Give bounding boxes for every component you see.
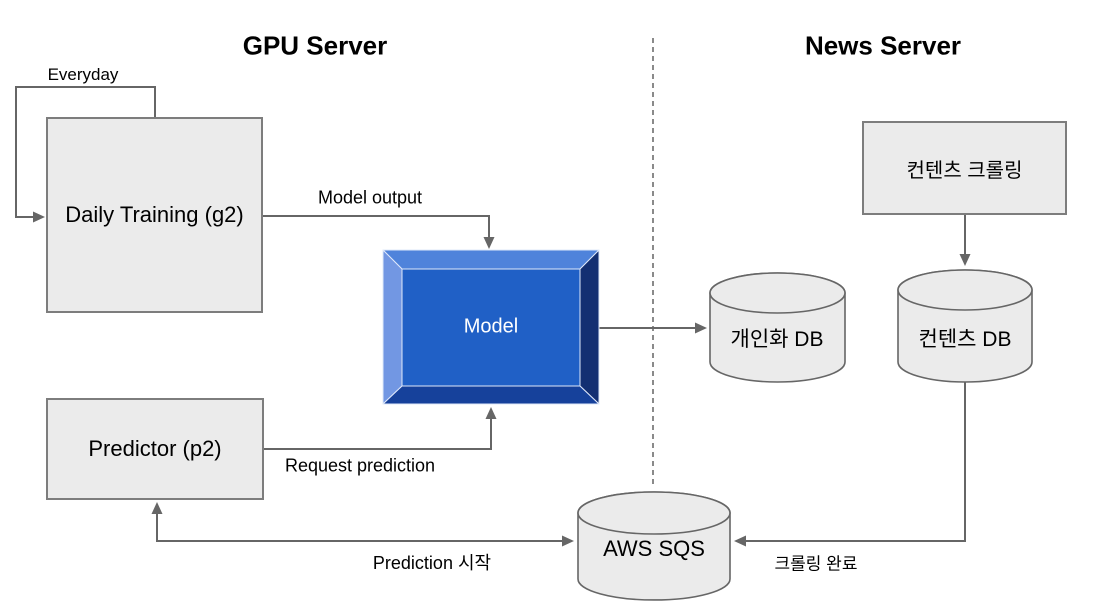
- aws-sqs-cylinder-top: [577, 491, 731, 535]
- everyday-loop-arrowhead: [33, 211, 45, 223]
- model-bottom-bevel: [382, 385, 600, 405]
- model-3d-block: [382, 249, 600, 405]
- predictor-label: Predictor (p2): [88, 436, 222, 461]
- personalization-db-cylinder-top: [709, 272, 846, 314]
- model-output-arrowhead: [483, 237, 495, 249]
- content-crawling-node: 컨텐츠 크롤링: [862, 121, 1067, 215]
- daily-training-label: Daily Training (g2): [65, 202, 244, 227]
- prediction-start-arrowhead-right: [562, 535, 574, 547]
- content-db-cylinder-top: [897, 269, 1033, 311]
- content-db-cylinder: [897, 269, 1033, 383]
- news-server-title: News Server: [804, 30, 962, 61]
- model-label: Model: [463, 315, 519, 338]
- predictor-node: Predictor (p2): [46, 398, 264, 500]
- crawling-done-arrowhead: [734, 535, 746, 547]
- crawling-done-line: [746, 382, 966, 542]
- model-output-line: [263, 215, 490, 237]
- crawling-done-edge-label: 크롤링 완료: [774, 554, 858, 574]
- prediction-start-arrowhead-up: [151, 502, 163, 514]
- personalization-db-cylinder: [709, 272, 846, 383]
- prediction-start-line: [156, 514, 562, 542]
- request-prediction-line: [264, 419, 492, 450]
- gpu-server-title: GPU Server: [242, 30, 388, 61]
- daily-training-node: Daily Training (g2): [46, 117, 263, 313]
- request-prediction-edge-label: Request prediction: [284, 455, 436, 476]
- crawling-to-content-db-arrowhead: [959, 254, 971, 266]
- content-crawling-label: 컨텐츠 크롤링: [906, 159, 1023, 182]
- request-prediction-arrowhead: [485, 407, 497, 419]
- model-to-personalization-db-arrowhead: [695, 322, 707, 334]
- everyday-edge-label: Everyday: [47, 65, 119, 84]
- prediction-start-edge-label: Prediction 시작: [372, 553, 492, 573]
- model-right-bevel: [579, 249, 600, 405]
- personalization-db-label: 개인화 DB: [730, 328, 824, 351]
- aws-sqs-label: AWS SQS: [603, 536, 705, 561]
- everyday-loop-line: [15, 86, 156, 218]
- model-output-edge-label: Model output: [317, 187, 423, 208]
- model-front-face: [401, 268, 581, 387]
- aws-sqs-cylinder: [577, 491, 731, 601]
- model-left-bevel: [382, 249, 403, 405]
- content-db-label: 컨텐츠 DB: [918, 328, 1012, 351]
- model-top-bevel: [382, 249, 600, 270]
